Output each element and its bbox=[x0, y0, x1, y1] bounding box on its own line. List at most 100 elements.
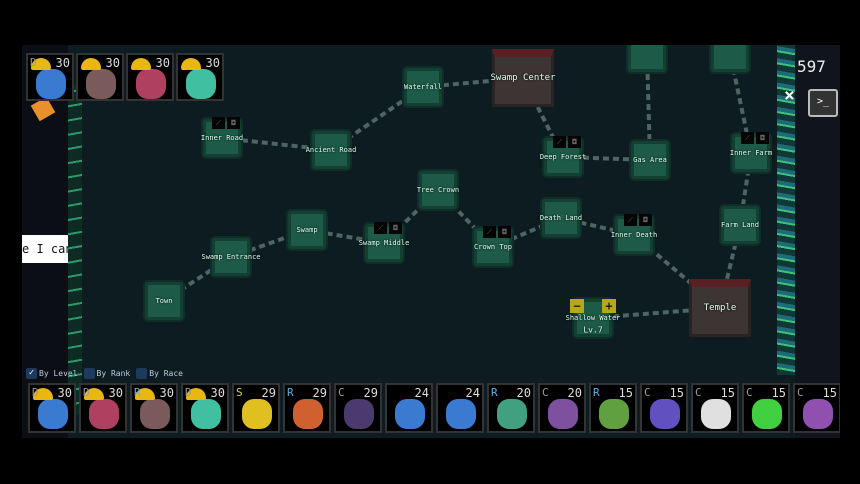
score-counter: 597 bbox=[797, 57, 826, 76]
map-node-label: Inner Farm bbox=[729, 149, 773, 157]
party-member-card[interactable]: 30 bbox=[76, 53, 124, 101]
map-node-label: Inner Road bbox=[200, 134, 244, 142]
monster-portrait bbox=[242, 399, 272, 429]
minus-button[interactable]: − bbox=[570, 299, 584, 313]
boss-node-swamp-center[interactable] bbox=[492, 49, 554, 107]
roster-card[interactable]: 24 bbox=[385, 383, 433, 433]
rank-label: R bbox=[491, 386, 498, 399]
map-node-label: Gas Area bbox=[633, 156, 667, 164]
checkbox[interactable] bbox=[83, 368, 95, 379]
left-panel: e I can bbox=[22, 45, 68, 438]
close-icon[interactable]: × bbox=[784, 85, 795, 106]
map-node-label: Farm Land bbox=[721, 221, 759, 229]
map-node-label: Swamp Entrance bbox=[201, 253, 261, 261]
monster-portrait bbox=[650, 399, 680, 429]
monster-portrait bbox=[701, 399, 731, 429]
roster-card[interactable]: R 20 bbox=[487, 383, 535, 433]
rank-label: C bbox=[797, 386, 804, 399]
rank-label: C bbox=[338, 386, 345, 399]
filter-by-race[interactable]: By Race bbox=[136, 368, 183, 379]
level-label: 20 bbox=[567, 386, 582, 400]
shield-lock-icon: ◘ bbox=[639, 214, 652, 226]
lock-icons: ⟋◘ bbox=[212, 117, 240, 129]
monster-portrait bbox=[395, 399, 425, 429]
map-node-death-land[interactable] bbox=[542, 199, 580, 237]
map-node-label: Swamp bbox=[296, 226, 318, 234]
rank-label: C bbox=[695, 386, 702, 399]
map-node-label: Crown Top bbox=[474, 243, 512, 251]
roster-card[interactable]: 24 bbox=[436, 383, 484, 433]
map-node-label: Deep Forest bbox=[539, 153, 587, 161]
map-node-ancient-road[interactable] bbox=[312, 131, 350, 169]
rank-label: R bbox=[287, 386, 294, 399]
rank-label: S bbox=[236, 386, 243, 399]
terminal-button[interactable]: >_ bbox=[808, 89, 838, 117]
level-label: 30 bbox=[205, 56, 220, 70]
boss-node-temple[interactable] bbox=[689, 279, 751, 337]
map-node-swamp[interactable] bbox=[288, 211, 326, 249]
map-node-waterfall[interactable] bbox=[404, 68, 442, 106]
monster-portrait bbox=[136, 69, 166, 99]
checkbox[interactable]: ✓ bbox=[26, 368, 37, 379]
miner-helmet-icon bbox=[84, 388, 104, 400]
map-node-town[interactable] bbox=[145, 282, 183, 320]
party-member-card[interactable]: 30 bbox=[176, 53, 224, 101]
map-node-label: Waterfall bbox=[404, 83, 442, 91]
level-label: 30 bbox=[108, 386, 123, 400]
monster-portrait bbox=[344, 399, 374, 429]
level-label: 30 bbox=[105, 56, 120, 70]
level-label: 20 bbox=[516, 386, 531, 400]
level-label: 15 bbox=[822, 386, 837, 400]
filter-by-rank[interactable]: By Rank bbox=[83, 368, 131, 379]
rank-label: D bbox=[185, 386, 192, 399]
map-node-tree-crown[interactable] bbox=[419, 171, 457, 209]
rank-label: R bbox=[593, 386, 600, 399]
map-node-farm-land[interactable] bbox=[721, 206, 759, 244]
monster-portrait bbox=[191, 399, 221, 429]
filter-label: By Rank bbox=[96, 369, 131, 378]
lock-icons: ⟋◘ bbox=[741, 132, 769, 144]
roster-card[interactable]: C 15 bbox=[793, 383, 840, 433]
lock-icons: ⟋◘ bbox=[374, 222, 402, 234]
monster-portrait bbox=[86, 69, 116, 99]
miner-helmet-icon bbox=[181, 58, 201, 70]
map-node-top1[interactable] bbox=[628, 45, 666, 72]
boss-node-label: Swamp Center bbox=[490, 73, 556, 83]
filter-by-level[interactable]: ✓By Level bbox=[26, 368, 78, 379]
party-member-card[interactable]: 30 bbox=[126, 53, 174, 101]
checkbox[interactable] bbox=[136, 368, 148, 379]
monster-portrait bbox=[186, 69, 216, 99]
plus-button[interactable]: + bbox=[602, 299, 616, 313]
monster-portrait bbox=[293, 399, 323, 429]
shield-lock-icon: ◘ bbox=[227, 117, 240, 129]
monster-portrait bbox=[548, 399, 578, 429]
map-path bbox=[592, 306, 721, 320]
miner-helmet-icon bbox=[186, 388, 206, 400]
level-stepper: −+ bbox=[570, 299, 616, 313]
miner-helmet-icon bbox=[135, 388, 155, 400]
map-node-label: Shallow Water bbox=[565, 314, 621, 322]
map-node-gas-area[interactable] bbox=[631, 141, 669, 179]
map-node-top2[interactable] bbox=[711, 45, 749, 72]
map-node-swamp-entrance[interactable] bbox=[212, 238, 250, 276]
rank-label: C bbox=[746, 386, 753, 399]
sword-lock-icon: ⟋ bbox=[483, 226, 496, 238]
vine-decoration bbox=[777, 45, 795, 375]
miner-helmet-icon bbox=[131, 58, 151, 70]
map-node-label: Town bbox=[155, 297, 173, 305]
